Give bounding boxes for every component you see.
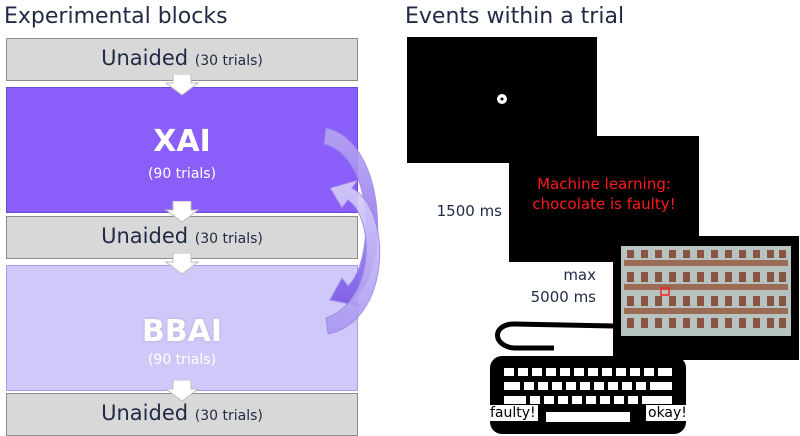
chocolate-image (621, 246, 791, 336)
advice-line-1: Machine learning: (537, 175, 671, 193)
advice-text: Machine learning: chocolate is faulty! (509, 174, 699, 214)
block-trials: (90 trials) (147, 352, 217, 368)
down-arrow-icon (164, 253, 200, 275)
fixation-duration-label: 1500 ms (436, 202, 502, 220)
keyboard-icon (490, 321, 686, 434)
max-label: max (563, 266, 596, 284)
block-trials: (30 trials) (194, 231, 263, 247)
advice-line-2: chocolate is faulty! (532, 195, 676, 213)
block-bbai: BBAI (90 trials) (6, 265, 358, 391)
block-trials: (30 trials) (194, 408, 263, 424)
block-trials: (30 trials) (194, 53, 263, 69)
block-name: Unaided (101, 46, 189, 70)
block-trials: (90 trials) (147, 166, 217, 182)
block-xai: XAI (90 trials) (6, 87, 358, 213)
block-name: Unaided (101, 224, 189, 248)
down-arrow-icon (164, 380, 200, 402)
swap-arrows-icon (323, 127, 381, 335)
block-name: Unaided (101, 401, 189, 425)
block-name: BBAI (141, 314, 223, 349)
faulty-key-label: faulty! (488, 405, 538, 421)
okay-key-label: okay! (646, 405, 689, 421)
max-duration-label: 5000 ms (530, 288, 596, 306)
down-arrow-icon (164, 74, 200, 96)
events-within-trial-title: Events within a trial (405, 4, 625, 29)
block-name: XAI (153, 124, 211, 159)
down-arrow-icon (164, 201, 200, 223)
fixation-dot-icon (497, 94, 507, 104)
experimental-blocks-title: Experimental blocks (4, 4, 228, 29)
